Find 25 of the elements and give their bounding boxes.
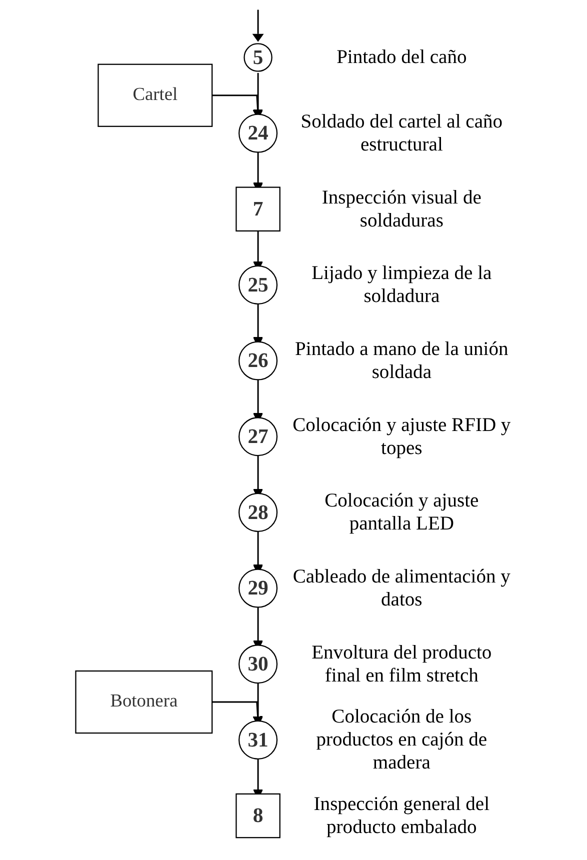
step-description: Pintado del caño — [336, 46, 467, 69]
operation-circle: 30 — [238, 644, 278, 684]
operation-circle: 27 — [238, 417, 278, 456]
step-description: Cableado de alimentación y datos — [292, 565, 512, 612]
operation-circle: 25 — [238, 265, 278, 304]
step-description: Envoltura del producto final en film stretch — [310, 641, 493, 688]
operation-circle: 31 — [238, 720, 278, 760]
step-description: Colocación y ajuste pantalla LED — [324, 489, 480, 536]
operation-circle: 28 — [238, 492, 278, 532]
step-description: Lijado y limpieza de la soldadura — [310, 262, 493, 308]
operation-circle: 5 — [244, 43, 273, 72]
material-box: Botonera — [75, 670, 213, 734]
step-description: Inspección general del producto embalado — [313, 792, 491, 839]
step-description: Soldado del cartel al caño estructural — [300, 110, 504, 156]
material-box: Cartel — [98, 64, 213, 127]
inspection-square: 7 — [236, 186, 281, 232]
step-description: Inspección visual de soldaduras — [321, 186, 483, 232]
step-description: Colocación y ajuste RFID y topes — [292, 414, 512, 460]
operation-circle: 29 — [238, 568, 278, 608]
arrow — [252, 10, 264, 42]
step-description: Pintado a mano de la unión soldada — [294, 338, 510, 384]
step-description: Colocación de los productos en cajón de madera — [315, 705, 488, 774]
inspection-square: 8 — [236, 793, 281, 838]
operation-circle: 24 — [238, 114, 278, 153]
operation-circle: 26 — [238, 341, 278, 380]
